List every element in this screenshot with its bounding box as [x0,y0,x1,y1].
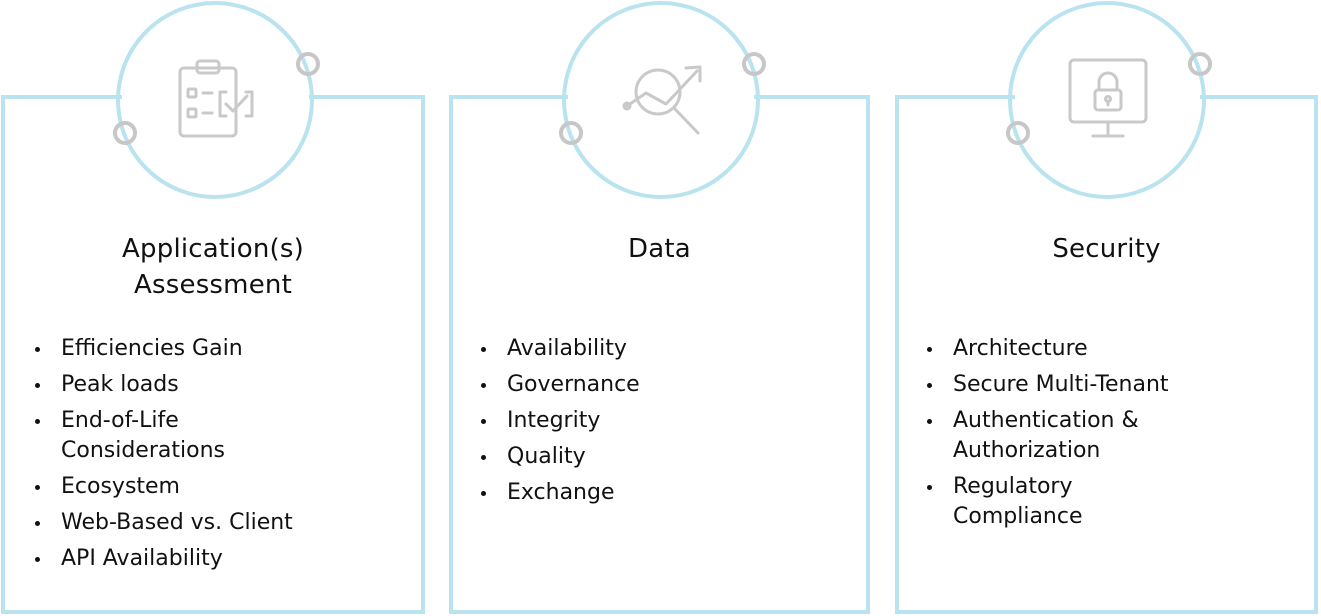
frame-outline [1,95,425,614]
card-title: Application(s) Assessment [3,231,423,303]
header-ring [116,1,314,199]
list-item: Secure Multi-Tenant [923,370,1169,400]
list-item-text: Considerations [61,438,225,463]
list-item: Integrity [477,406,640,436]
list-item-text: Secure Multi-Tenant [953,372,1169,397]
frame-knob-left [113,121,137,145]
list-item-text: Web-Based vs. Client [61,510,293,535]
list-item-text: Ecosystem [61,474,180,499]
list-item: API Availability [31,544,293,574]
list-item: Regulatory Compliance [923,472,1169,532]
frame-knob-right [742,52,766,76]
list-item: Quality [477,442,640,472]
list-item-text: Quality [507,444,586,469]
list-item: End-of-Life Considerations [31,406,293,466]
list-item: Peak loads [31,370,293,400]
card-security: Security Architecture Secure Multi-Tenan… [897,0,1316,616]
list-item-text: Regulatory [953,474,1073,499]
card-title: Data [451,231,868,267]
bullet-list: Architecture Secure Multi-Tenant Authent… [923,334,1169,538]
list-item-text: API Availability [61,546,223,571]
header-ring [1008,1,1206,199]
frame-knob-right [296,52,320,76]
clipboard-checklist-icon [178,59,254,138]
card-frame-data [449,1,870,614]
frame-knob-right [1188,52,1212,76]
bullet-list: Availability Governance Integrity Qualit… [477,334,640,514]
list-item-text: Authentication & [953,408,1139,433]
card-data: Data Availability Governance Integrity Q… [451,0,868,616]
header-ring [562,1,760,199]
list-item-text: Governance [507,372,640,397]
magnifier-trend-icon [622,65,702,135]
list-item: Authentication & Authorization [923,406,1169,466]
list-item-text: Architecture [953,336,1088,361]
frame-knob-left [559,121,583,145]
card-title-line: Data [628,234,691,264]
frame-outline [895,95,1318,614]
frame-outline [449,95,870,614]
list-item: Web-Based vs. Client [31,508,293,538]
list-item-text: Efficiencies Gain [61,336,243,361]
card-frame-security [895,1,1318,614]
list-item-text: Exchange [507,480,615,505]
list-item: Exchange [477,478,640,508]
list-item: Availability [477,334,640,364]
card-title: Security [897,231,1316,267]
list-item-text: End-of-Life [61,408,179,433]
card-title-line: Assessment [134,270,292,300]
monitor-lock-icon [1068,58,1148,138]
list-item-text: Availability [507,336,627,361]
frame-knob-left [1006,121,1030,145]
list-item: Efficiencies Gain [31,334,293,364]
card-title-line: Security [1052,234,1161,264]
list-item-text: Compliance [953,504,1083,529]
card-title-line: Application(s) [122,234,304,264]
list-item-text: Authorization [953,438,1101,463]
list-item: Architecture [923,334,1169,364]
card-application-assessment: Application(s) Assessment Efficiencies G… [3,0,423,616]
list-item-text: Peak loads [61,372,179,397]
card-frame-application [1,1,425,614]
list-item-text: Integrity [507,408,601,433]
list-item: Ecosystem [31,472,293,502]
list-item: Governance [477,370,640,400]
bullet-list: Efficiencies Gain Peak loads End-of-Life… [31,334,293,580]
